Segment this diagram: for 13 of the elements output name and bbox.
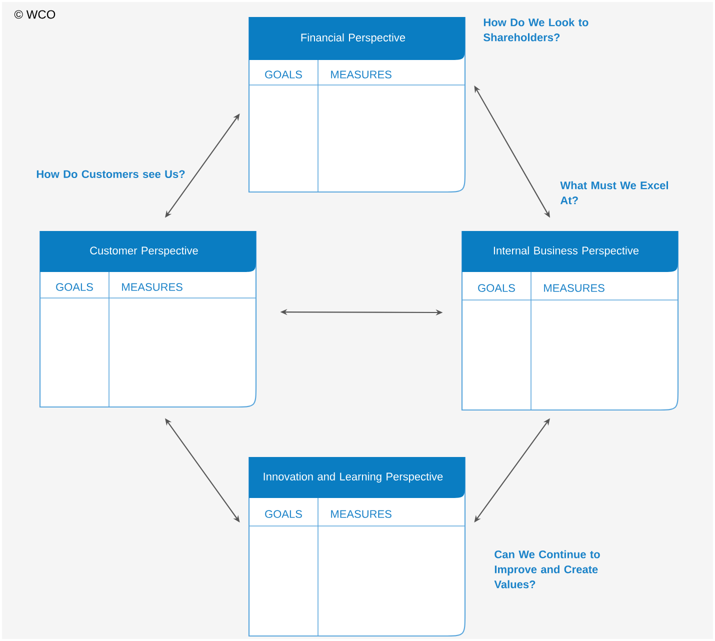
column-heading: MEASURES [544, 284, 604, 292]
question-text: How Do Customers see Us? [36, 170, 185, 178]
column-heading: GOALS [265, 510, 302, 518]
column-heading: MEASURES [122, 283, 182, 291]
question-text: How Do We Look to Shareholders? [484, 18, 588, 42]
column-heading: MEASURES [331, 510, 392, 518]
question-text: Can We Continue to Improve and Create Values? [494, 550, 600, 588]
copyright-note: © WCO [14, 10, 56, 19]
column-heading: GOALS [56, 283, 93, 291]
column-heading: GOALS [265, 70, 302, 78]
column-heading: GOALS [478, 284, 515, 292]
question-text: What Must We Excel At? [560, 181, 668, 204]
column-heading: MEASURES [331, 70, 392, 78]
